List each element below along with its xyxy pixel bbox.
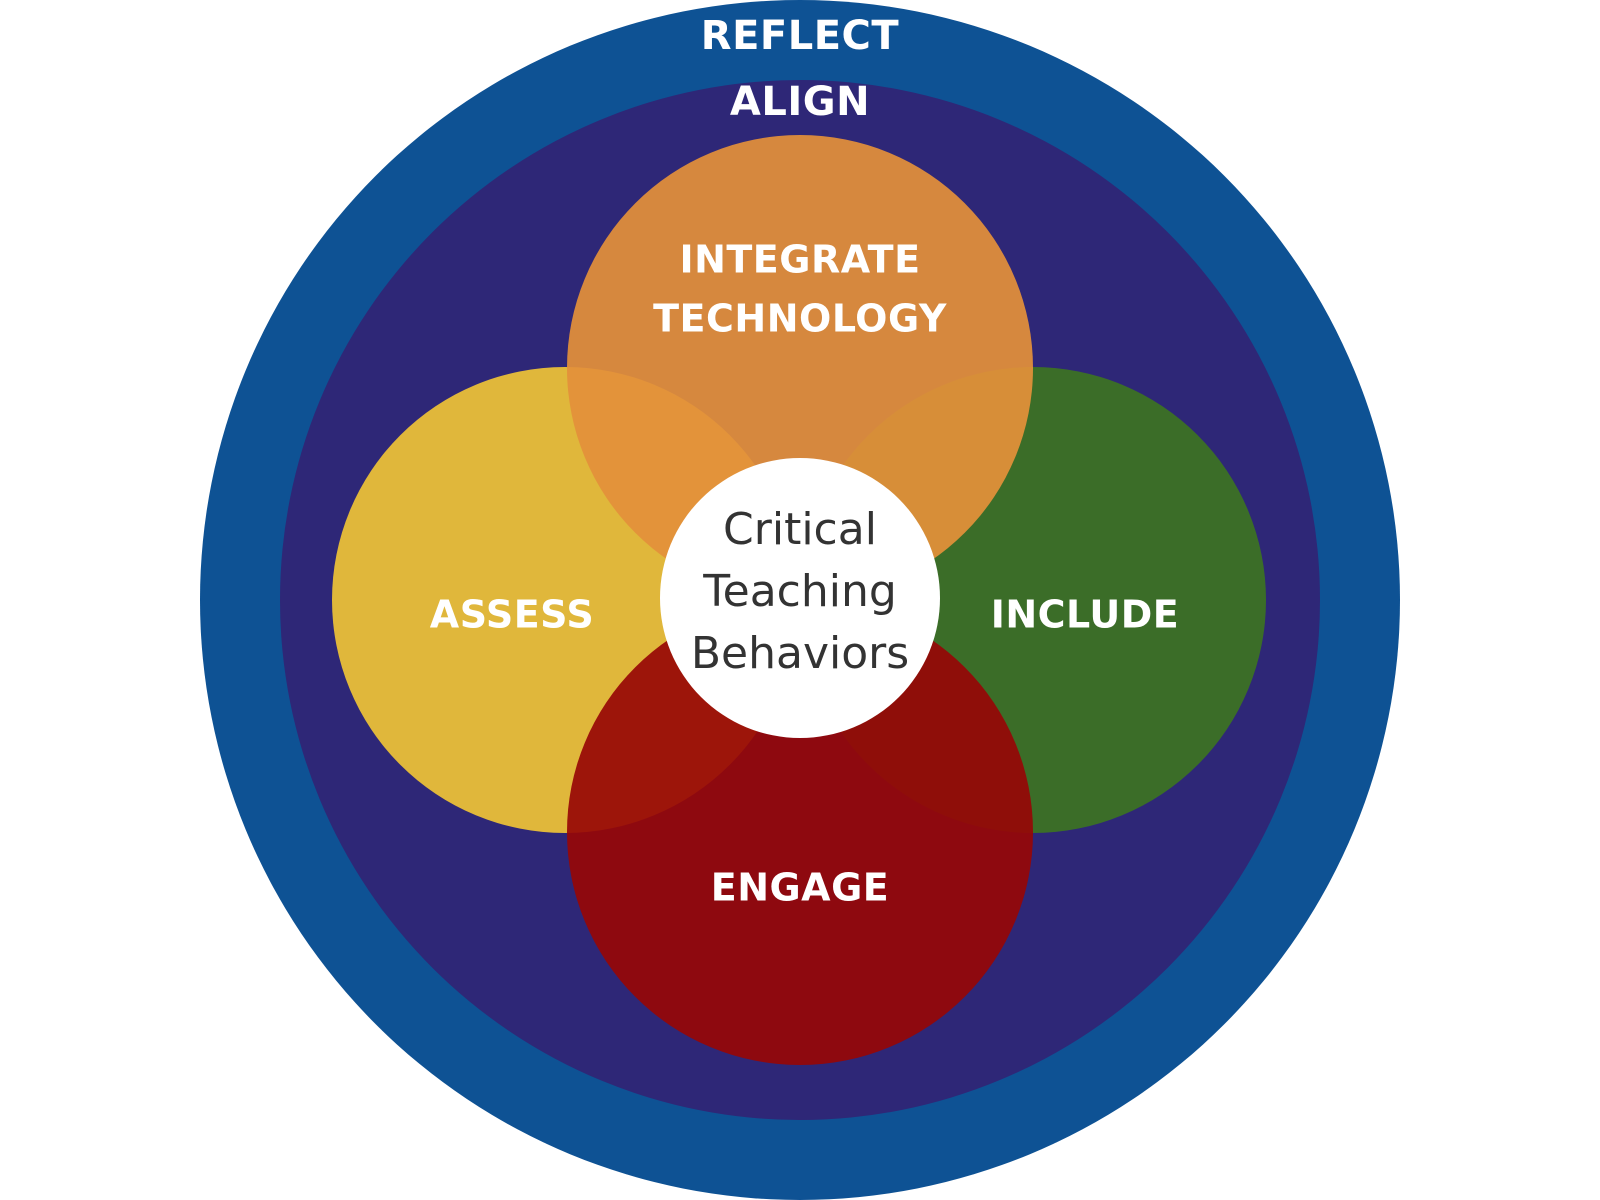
engage-circle — [567, 599, 1033, 1065]
integrate-technology-circle — [567, 135, 1033, 601]
technology-label: TECHNOLOGY — [653, 297, 947, 341]
center-circle — [660, 458, 940, 738]
include-label: INCLUDE — [991, 593, 1180, 637]
center-label-critical: Critical — [723, 504, 877, 555]
reflect-label: REFLECT — [701, 13, 900, 59]
integrate-label: INTEGRATE — [679, 238, 920, 282]
engage-label: ENGAGE — [711, 866, 890, 910]
center-label-behaviors: Behaviors — [691, 628, 909, 679]
assess-label: ASSESS — [430, 593, 594, 637]
center-label-teaching: Teaching — [702, 566, 897, 617]
align-label: ALIGN — [730, 79, 870, 125]
